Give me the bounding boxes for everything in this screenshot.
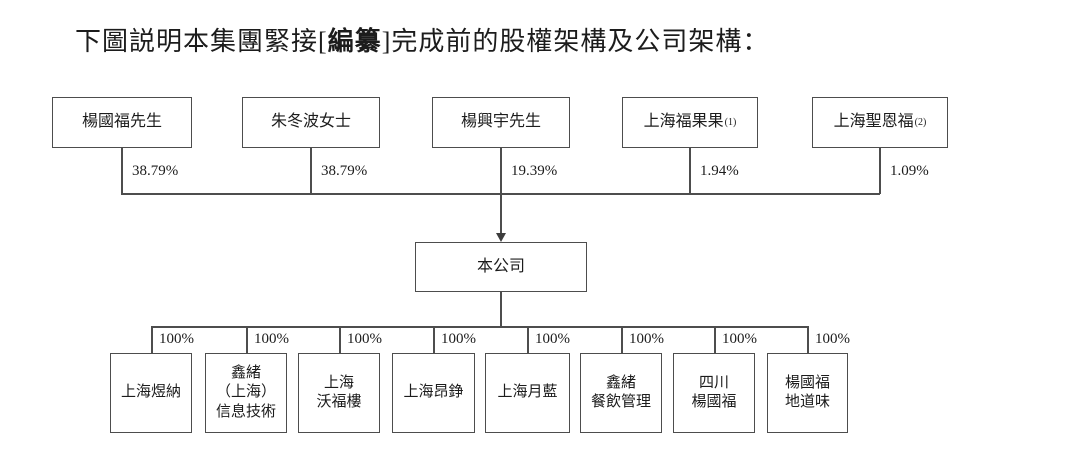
- connector-stub-1: [121, 148, 123, 194]
- subsidiary-drop-8: [807, 326, 809, 353]
- shareholder-box-5: 上海聖恩福(2): [812, 97, 948, 148]
- diagram-caption: 下圖説明本集團緊接[編纂]完成前的股權架構及公司架構：: [75, 26, 769, 59]
- caption-prefix: 下圖説明本集團緊接[: [75, 27, 328, 56]
- top-bus-line: [121, 193, 880, 195]
- subsidiary-percent-4: 100%: [441, 331, 476, 347]
- company-drop-line: [500, 292, 502, 326]
- subsidiary-box-3: 上海 沃福樓: [298, 353, 380, 433]
- subsidiary-label-2: 鑫緒 （上海） 信息技術: [215, 364, 276, 420]
- shareholder-box-4: 上海福果果(1): [622, 97, 758, 148]
- subsidiary-box-1: 上海煜納: [110, 353, 192, 433]
- subsidiary-label-4: 上海昂錚: [403, 384, 464, 401]
- ownership-percent-2: 38.79%: [321, 163, 368, 179]
- company-label: 本公司: [476, 257, 525, 275]
- caption-redacted-term: 編纂: [327, 27, 382, 56]
- subsidiary-label-3: 上海 沃福樓: [316, 374, 362, 411]
- subsidiary-drop-3: [339, 326, 341, 353]
- subsidiary-percent-7: 100%: [722, 331, 757, 347]
- shareholder-label-2: 朱冬波女士: [270, 113, 351, 131]
- connector-stub-3: [500, 148, 502, 194]
- subsidiary-drop-6: [621, 326, 623, 353]
- ownership-percent-5: 1.09%: [890, 163, 929, 179]
- arrow-shaft: [500, 194, 502, 234]
- shareholder-label-4: 上海福果果: [643, 113, 724, 131]
- subsidiary-box-4: 上海昂錚: [392, 353, 475, 433]
- arrow-down-icon: [496, 233, 506, 242]
- connector-stub-4: [689, 148, 691, 194]
- ownership-percent-1: 38.79%: [132, 163, 179, 179]
- subsidiary-drop-1: [151, 326, 153, 353]
- subsidiary-label-1: 上海煜納: [120, 384, 181, 401]
- connector-stub-5: [879, 148, 881, 194]
- subsidiary-box-7: 四川 楊國福: [673, 353, 755, 433]
- subsidiary-box-8: 楊國福 地道味: [767, 353, 848, 433]
- subsidiary-box-6: 鑫緒 餐飲管理: [580, 353, 662, 433]
- subsidiary-percent-6: 100%: [629, 331, 664, 347]
- subsidiary-drop-7: [714, 326, 716, 353]
- subsidiary-label-5: 上海月藍: [497, 384, 558, 401]
- ownership-percent-3: 19.39%: [511, 163, 558, 179]
- subsidiary-percent-8: 100%: [815, 331, 850, 347]
- subsidiary-drop-2: [246, 326, 248, 353]
- shareholder-label-5: 上海聖恩福: [833, 113, 914, 131]
- ownership-percent-4: 1.94%: [700, 163, 739, 179]
- shareholder-box-2: 朱冬波女士: [242, 97, 380, 148]
- caption-suffix: ]完成前的股權架構及公司架構：: [381, 27, 770, 56]
- subsidiary-drop-5: [527, 326, 529, 353]
- bottom-bus-line: [151, 326, 808, 328]
- shareholder-label-1: 楊國福先生: [81, 113, 162, 131]
- shareholder-box-3: 楊興宇先生: [432, 97, 570, 148]
- subsidiary-box-5: 上海月藍: [485, 353, 570, 433]
- company-box: 本公司: [415, 242, 587, 292]
- subsidiary-percent-3: 100%: [347, 331, 382, 347]
- subsidiary-drop-4: [433, 326, 435, 353]
- subsidiary-box-2: 鑫緒 （上海） 信息技術: [205, 353, 287, 433]
- connector-stub-2: [310, 148, 312, 194]
- subsidiary-label-6: 鑫緒 餐飲管理: [590, 374, 651, 411]
- shareholder-box-1: 楊國福先生: [52, 97, 192, 148]
- subsidiary-label-7: 四川 楊國福: [691, 374, 737, 411]
- subsidiary-percent-1: 100%: [159, 331, 194, 347]
- subsidiary-percent-2: 100%: [254, 331, 289, 347]
- subsidiary-percent-5: 100%: [535, 331, 570, 347]
- shareholder-label-3: 楊興宇先生: [460, 113, 541, 131]
- subsidiary-label-8: 楊國福 地道味: [784, 374, 830, 411]
